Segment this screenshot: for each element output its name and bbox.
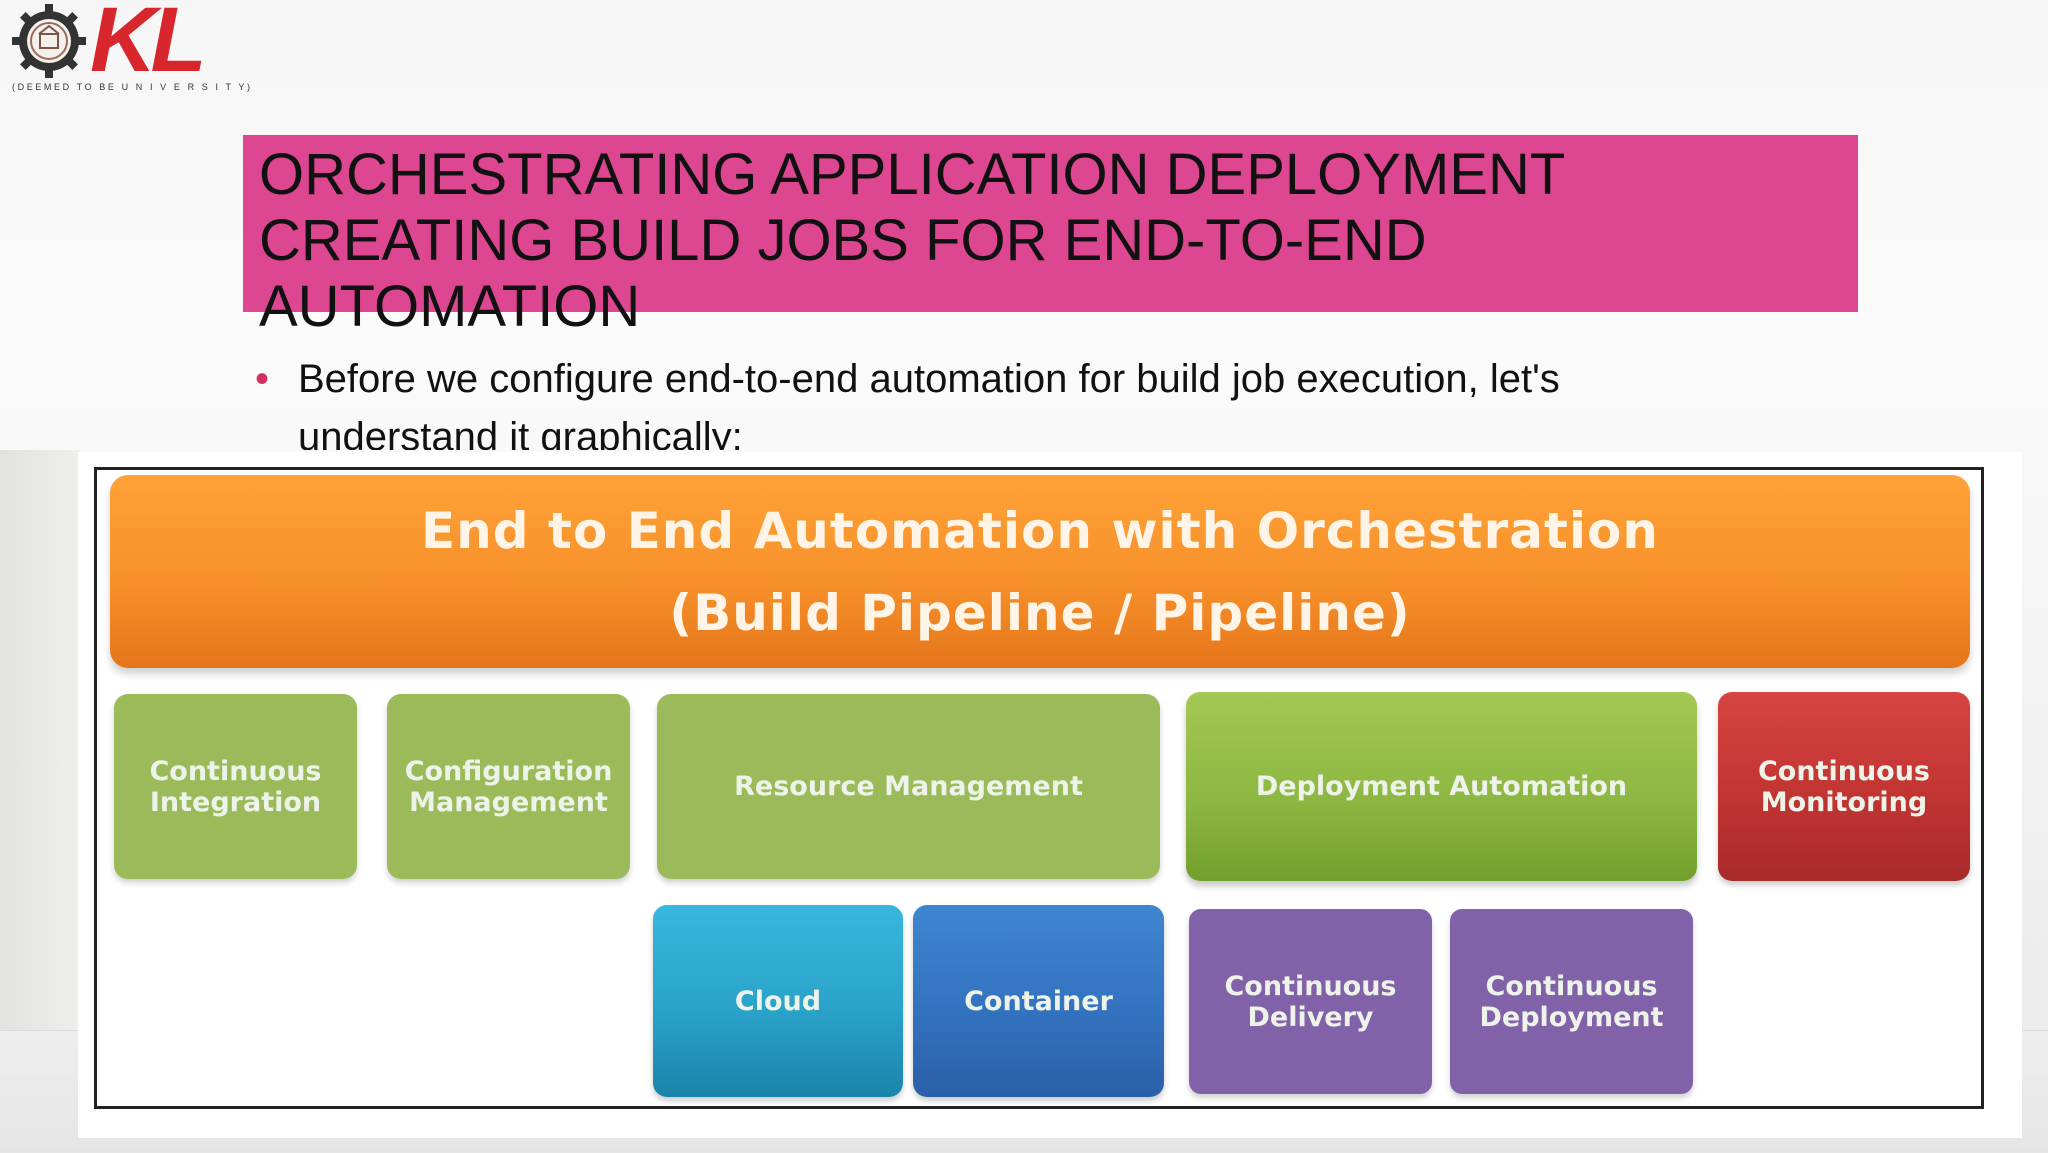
- continuous-deployment-box: Continuous Deployment: [1450, 909, 1693, 1094]
- bullet-text: Before we configure end-to-end automatio…: [298, 357, 1560, 450]
- box-label: Resource Management: [734, 771, 1083, 802]
- pipeline-banner: End to End Automation with Orchestration…: [110, 475, 1970, 668]
- box-label: Deployment Automation: [1255, 771, 1628, 802]
- box-label: Container: [964, 985, 1113, 1017]
- university-logo: KL (DEEMED TO BE U N I V E R S I T Y): [12, 0, 250, 94]
- title-line-1: ORCHESTRATING APPLICATION DEPLOYMENT: [259, 142, 1566, 207]
- continuous-delivery-box: Continuous Delivery: [1189, 909, 1432, 1094]
- gear-seal-icon: [12, 4, 86, 78]
- box-label: Cloud: [734, 985, 822, 1017]
- title-line-3: AUTOMATION: [259, 274, 641, 339]
- box-label-line: Configuration: [404, 755, 613, 787]
- left-shade: [0, 450, 80, 1030]
- bullet-marker: •: [255, 357, 270, 401]
- resource-management-box: Resource Management: [657, 694, 1160, 879]
- bullet-item: • Before we configure end-to-end automat…: [255, 350, 1755, 450]
- banner-title: End to End Automation with Orchestration: [421, 501, 1659, 560]
- configuration-management-box: Configuration Management: [387, 694, 630, 879]
- box-label-line: Delivery: [1247, 1001, 1374, 1033]
- cloud-box: Cloud: [653, 905, 903, 1097]
- title-highlight-band: [243, 135, 1858, 312]
- continuous-monitoring-box: Continuous Monitoring: [1718, 692, 1970, 881]
- logo-tagline: (DEEMED TO BE U N I V E R S I T Y): [12, 82, 253, 92]
- box-label-line: Continuous: [149, 755, 322, 787]
- box-label-line: Continuous: [1757, 755, 1931, 787]
- slide-title: ORCHESTRATING APPLICATION DEPLOYMENT CRE…: [259, 142, 1879, 340]
- continuous-integration-box: Continuous Integration: [114, 694, 357, 879]
- banner-subtitle: (Build Pipeline / Pipeline): [669, 583, 1411, 642]
- box-label-line: Management: [409, 786, 608, 818]
- title-line-2: CREATING BUILD JOBS FOR END-TO-END: [259, 208, 1427, 273]
- deployment-automation-box: Deployment Automation: [1186, 692, 1697, 881]
- box-label-line: Monitoring: [1760, 786, 1928, 818]
- box-label-line: Integration: [149, 786, 322, 818]
- box-label-line: Continuous: [1224, 970, 1397, 1002]
- logo-letters: KL: [90, 0, 207, 91]
- box-label-line: Deployment: [1479, 1001, 1664, 1033]
- box-label-line: Continuous: [1485, 970, 1658, 1002]
- container-box: Container: [913, 905, 1164, 1097]
